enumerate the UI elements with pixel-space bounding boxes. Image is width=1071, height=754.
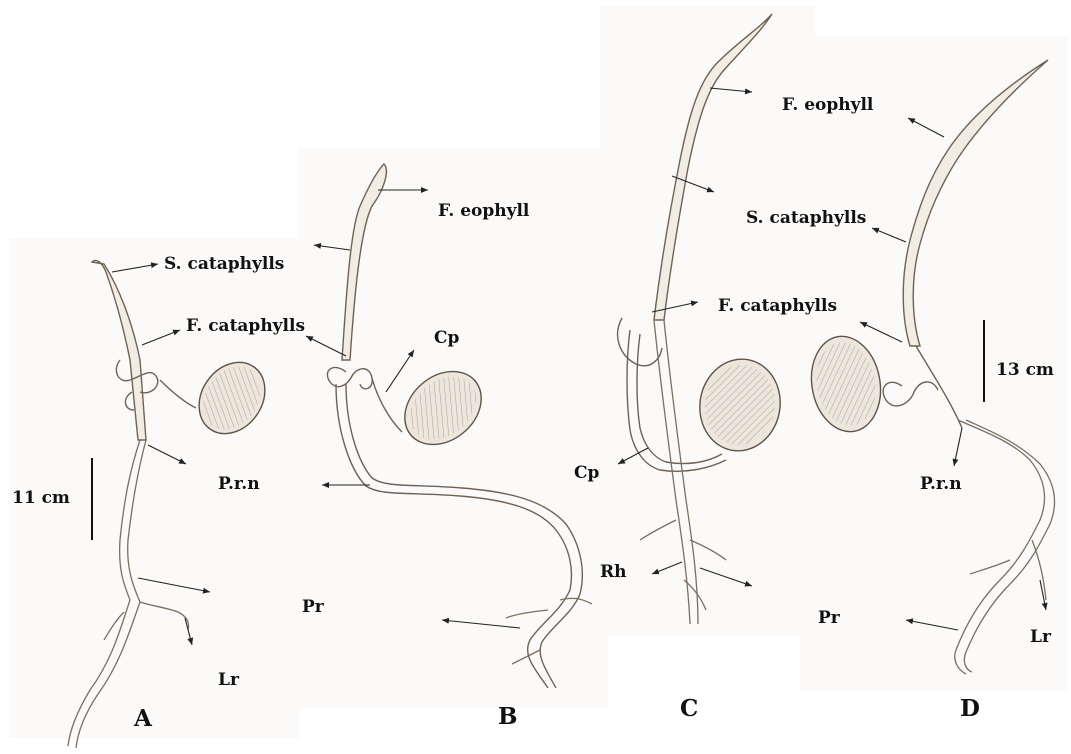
scale-label-a: 11 cm xyxy=(12,488,70,508)
label-d-f-eophyll: F. eophyll xyxy=(782,95,874,115)
label-d-pr: Pr xyxy=(818,608,841,628)
label-d-s-cataphylls: S. cataphylls xyxy=(746,208,866,228)
label-d-prn: P.r.n xyxy=(920,474,962,494)
label-c-cp: Cp xyxy=(574,463,600,483)
panel-label-d: D xyxy=(960,695,980,722)
panel-label-a: A xyxy=(133,705,153,732)
label-a-s-cataphylls: S. cataphylls xyxy=(164,254,284,274)
panel-label-c: C xyxy=(680,695,698,722)
panel-label-b: B xyxy=(498,703,517,730)
label-b-prn: P.r.n xyxy=(218,474,260,494)
label-b-cp: Cp xyxy=(434,328,460,348)
label-a-f-cataphylls: F. cataphylls xyxy=(186,316,305,336)
label-c-rh: Rh xyxy=(600,562,627,582)
label-b-pr: Pr xyxy=(302,597,325,617)
label-d-lr: Lr xyxy=(1030,627,1052,647)
label-c-f-cataphylls: F. cataphylls xyxy=(718,296,837,316)
label-a-lr: Lr xyxy=(218,670,240,690)
label-b-f-eophyll: F. eophyll xyxy=(438,201,530,221)
scale-label-d: 13 cm xyxy=(996,360,1054,380)
